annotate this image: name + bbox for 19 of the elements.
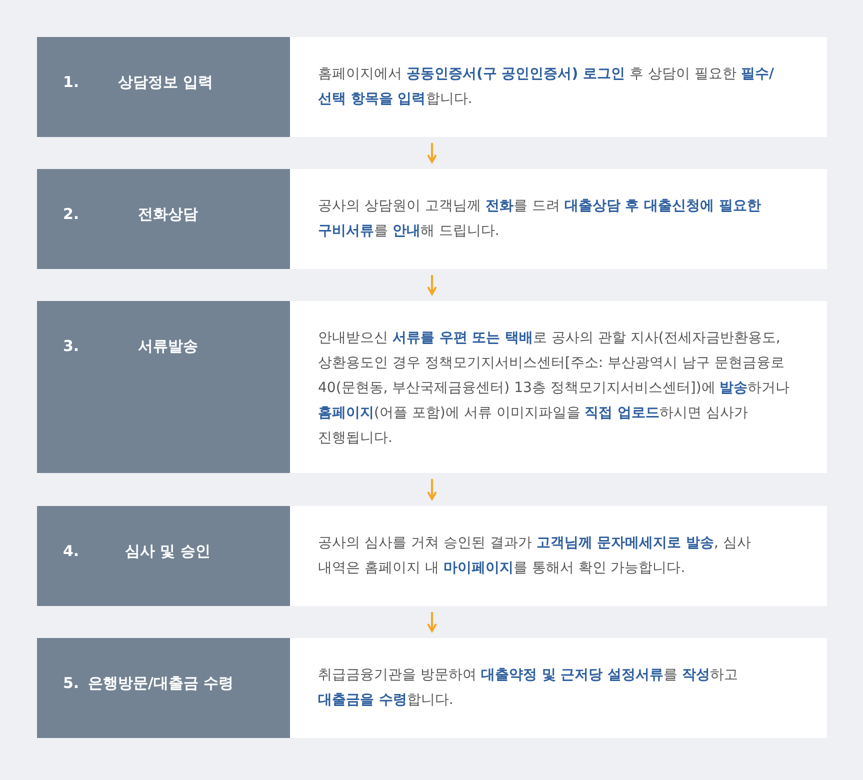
step-description: 홈페이지에서 공동인증서(구 공인인증서) 로그인 후 상담이 필요한 필수/선택 항목을 입력합니다. <box>318 65 775 109</box>
arrow <box>427 275 437 295</box>
step-number: 1. <box>63 72 80 93</box>
arrow <box>427 612 437 632</box>
arrow <box>427 479 437 500</box>
step-number: 5. <box>63 673 80 694</box>
step-title: 서류발송 <box>138 336 198 357</box>
arrow <box>427 143 437 163</box>
step-title: 전화상담 <box>138 204 198 225</box>
step-number: 2. <box>63 204 80 225</box>
step-title: 심사 및 승인 <box>125 541 210 562</box>
step-title: 상담정보 입력 <box>118 72 214 93</box>
step-description: 안내받으신 서류를 우편 또는 택배로 공사의 관할 지사(전세자금반환용도, 상환용도인 경우 정책모기지서비스센터[주소: 부산광역시 남구 문현금융로 40(문현동, 부산국제금융센터) 13층 정책모기지서비스센터])에 발송하거나 홈페이지(어플 포함)에 서류 이미지파일을 직접 업로드하시면 심사가 진행됩니다. <box>318 329 791 448</box>
step-title: 은행방문/대출금 수령 <box>88 673 234 694</box>
step-description: 공사의 심사를 거쳐 승인된 결과가 고객님께 문자메세지로 발송, 심사 내역은 홈페이지 내 마이페이지를 통해서 확인 가능합니다. <box>318 534 752 578</box>
step-number: 3. <box>63 336 80 357</box>
step-description: 취급금융기관을 방문하여 대출약정 및 근저당 설정서류를 작성하고 대출금을 수령합니다. <box>318 666 739 710</box>
step-description: 공사의 상담원이 고객님께 전화를 드려 대출상담 후 대출신청에 필요한 구비서류를 안내해 드립니다. <box>318 197 762 241</box>
step-number: 4. <box>63 541 80 562</box>
